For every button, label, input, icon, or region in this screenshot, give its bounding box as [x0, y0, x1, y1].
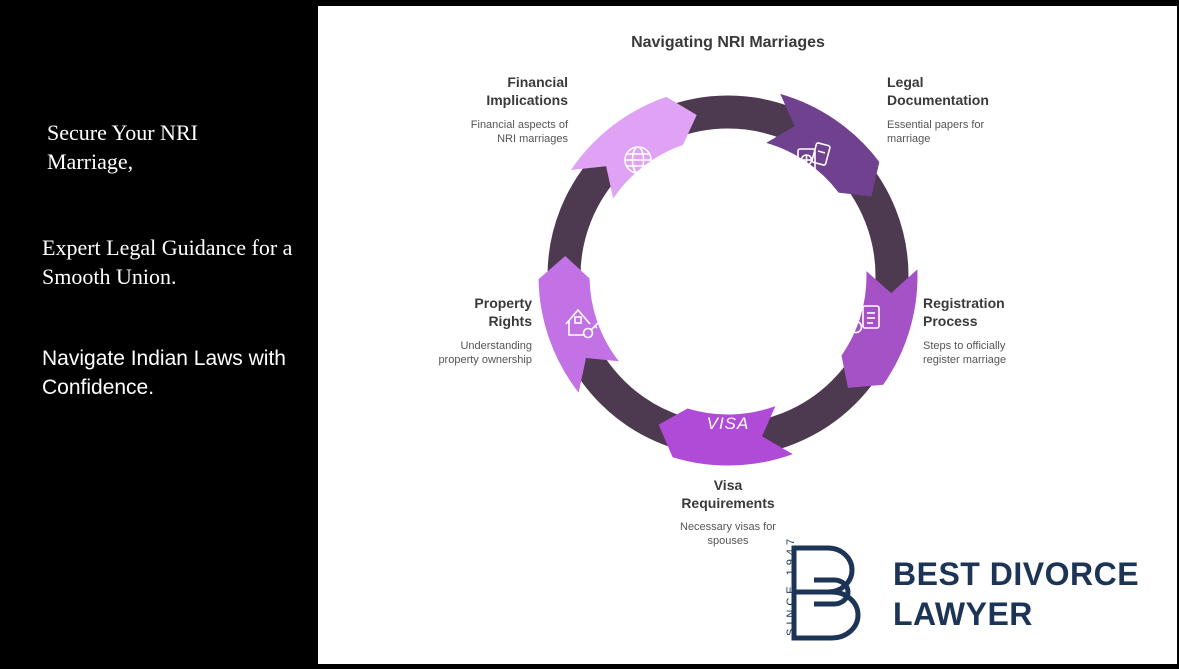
step-segments — [538, 93, 918, 466]
step-desc-registration-process: Steps to officially register marriage — [923, 340, 1007, 366]
logo-wordmark: BEST DIVORCE LAWYER — [893, 554, 1139, 634]
house-key-icon — [565, 308, 599, 339]
step-title-property-rights: Property Rights — [474, 295, 532, 329]
step-desc-legal-documentation: Essential papers for marriage — [887, 119, 985, 145]
infographic-panel: Navigating NRI Marriages VISA — [318, 6, 1177, 664]
globe-currency-icon — [624, 146, 652, 174]
step-icons: VISA — [565, 142, 880, 433]
tagline-guidance: Expert Legal Guidance for a Smooth Union… — [42, 235, 293, 289]
logo-line-2: LAWYER — [893, 596, 1033, 632]
step-desc-visa-requirements: Necessary visas for spouses — [680, 521, 776, 547]
visa-icon: VISA — [707, 414, 750, 433]
diagram-title: Navigating NRI Marriages — [631, 34, 825, 51]
step-desc-financial-implications: Financial aspects of NRI marriages — [470, 119, 568, 145]
step-segment-property-rights — [538, 256, 619, 393]
cycle-diagram: Navigating NRI Marriages VISA — [538, 34, 918, 466]
step-title-financial-implications: Financial Implications — [486, 74, 568, 108]
logo-mark-icon — [791, 545, 861, 641]
svg-text:VISA: VISA — [707, 414, 750, 433]
step-segment-legal-documentation — [766, 93, 880, 197]
tagline-navigate: Navigate Indian Laws with Confidence. — [42, 347, 286, 399]
step-title-visa-requirements: Visa Requirements — [681, 477, 775, 511]
left-sidebar: Secure Your NRI Marriage, Expert Legal G… — [0, 0, 318, 669]
step-segment-visa-requirements — [658, 406, 793, 466]
logo-line-1: BEST DIVORCE — [893, 556, 1140, 592]
tagline-secure: Secure Your NRI Marriage, — [47, 120, 198, 174]
logo-since-text: SINCE 1947 — [785, 534, 797, 636]
step-title-registration-process: Registration Process — [923, 295, 1005, 329]
step-segment-registration-process — [841, 269, 918, 388]
step-desc-property-rights: Understanding property ownership — [438, 340, 532, 366]
step-title-legal-documentation: Legal Documentation — [887, 74, 989, 108]
passport-icon — [797, 142, 831, 172]
ring-document-icon — [849, 305, 880, 334]
